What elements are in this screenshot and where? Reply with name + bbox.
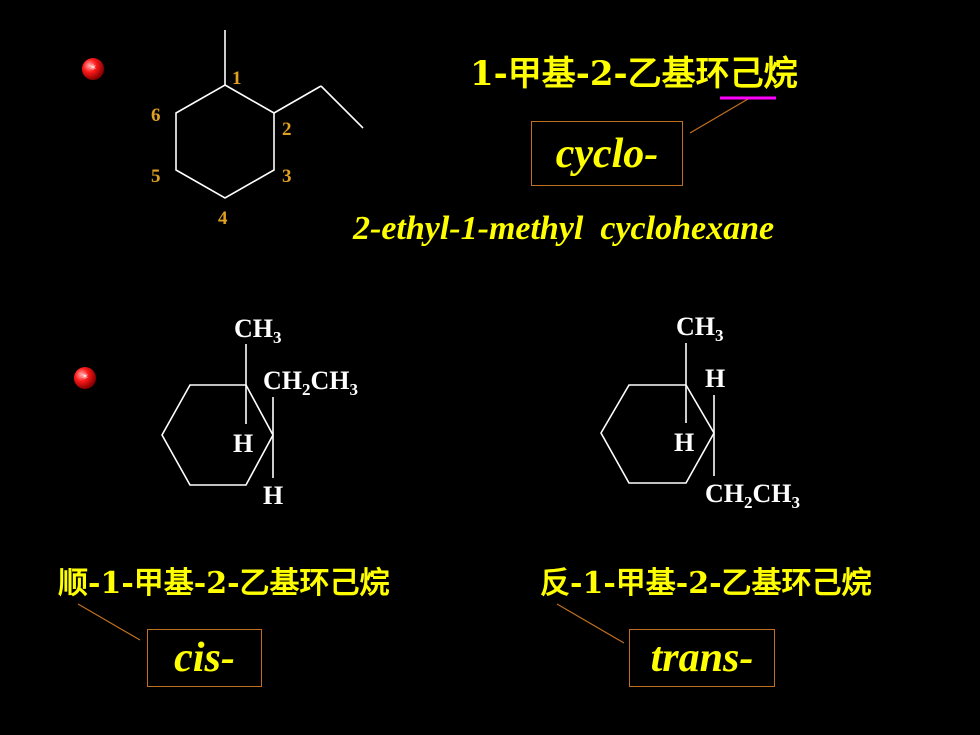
red-ball-bullet-icon: * (74, 367, 96, 389)
ring-number-2: 2 (282, 119, 292, 140)
cis-chinese-name: 顺-1-甲基-2-乙基环己烷 (58, 566, 390, 601)
trans-ring (600, 384, 715, 484)
trans-chinese-name: 反-1-甲基-2-乙基环己烷 (540, 566, 872, 601)
trans-pointer-line (556, 603, 625, 644)
trans-structure (600, 343, 715, 484)
cis-prefix-box: cis- (147, 629, 262, 687)
ethyl-bond-1 (273, 85, 322, 114)
trans-h-lower: H (674, 428, 695, 457)
skeletal-structure (175, 30, 364, 199)
cyclohexane-ring (175, 84, 275, 199)
cis-h-lower: H (263, 481, 284, 510)
english-name: 2-ethyl-1-methyl cyclohexane (353, 210, 775, 247)
cyclo-prefix-box: cyclo- (531, 121, 683, 186)
cis-methyl-label: CH3 (234, 314, 282, 348)
cis-structure (161, 344, 274, 486)
cyclo-pointer-line (689, 98, 749, 134)
ring-numbers: 1 2 3 4 5 6 (151, 68, 292, 229)
ring-number-3: 3 (282, 166, 292, 187)
svg-text:*: * (82, 372, 88, 385)
svg-text:*: * (90, 63, 96, 76)
ethyl-bond-2 (320, 85, 364, 129)
trans-methyl-label: CH3 (676, 312, 724, 346)
cis-ring (161, 384, 274, 486)
cis-h-upper: H (233, 429, 254, 458)
chinese-name-title: 1-甲基-2-乙基环己烷 (470, 54, 798, 94)
trans-h-upper: H (705, 364, 726, 393)
cis-ethyl-label: CH2CH3 (263, 366, 358, 400)
ring-number-1: 1 (232, 68, 242, 89)
trans-prefix-box: trans- (629, 629, 775, 687)
ring-number-4: 4 (218, 208, 228, 229)
ring-number-5: 5 (151, 166, 161, 187)
red-ball-bullet-icon: * (82, 58, 104, 80)
cis-pointer-line (77, 603, 141, 641)
ring-number-6: 6 (151, 105, 161, 126)
trans-ethyl-label: CH2CH3 (705, 479, 800, 513)
